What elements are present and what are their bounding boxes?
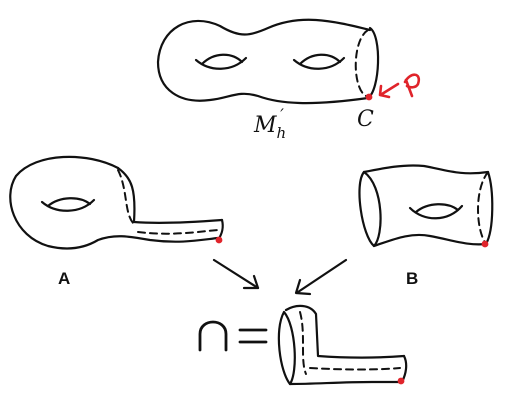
equals-symbol (238, 328, 268, 344)
boundary-circle-back (354, 29, 369, 97)
surface-outline (156, 18, 372, 105)
piece-b-label: B (406, 269, 418, 288)
boundary-label: C (357, 107, 374, 132)
boundary-circle-front (366, 26, 380, 100)
piece-a-hole (40, 197, 96, 212)
point-p-arrow (378, 82, 400, 99)
piece-b-left-rim (358, 170, 382, 248)
piece-b (358, 164, 494, 248)
hole-left (194, 53, 248, 70)
hole-right (292, 53, 346, 70)
arrow-from-b (294, 258, 348, 296)
piece-b-hole (408, 203, 464, 220)
result-point-marker (397, 377, 405, 385)
surface-label: Mh′ (253, 105, 286, 142)
piece-a-top-edge (116, 166, 224, 224)
piece-a-label: A (58, 269, 70, 288)
piece-b-bottom (372, 233, 488, 248)
point-p-marker (365, 93, 373, 101)
point-p-label (403, 73, 421, 98)
intersection-result (277, 304, 408, 386)
intersection-symbol (198, 320, 228, 352)
piece-a-outline (9, 155, 220, 250)
piece-a-point-marker (215, 236, 223, 244)
surface-m-h-prime (156, 18, 380, 105)
piece-b-top (362, 164, 490, 175)
piece-a (9, 155, 224, 250)
piece-b-point-marker (481, 240, 489, 248)
arrow-from-a (212, 258, 260, 290)
